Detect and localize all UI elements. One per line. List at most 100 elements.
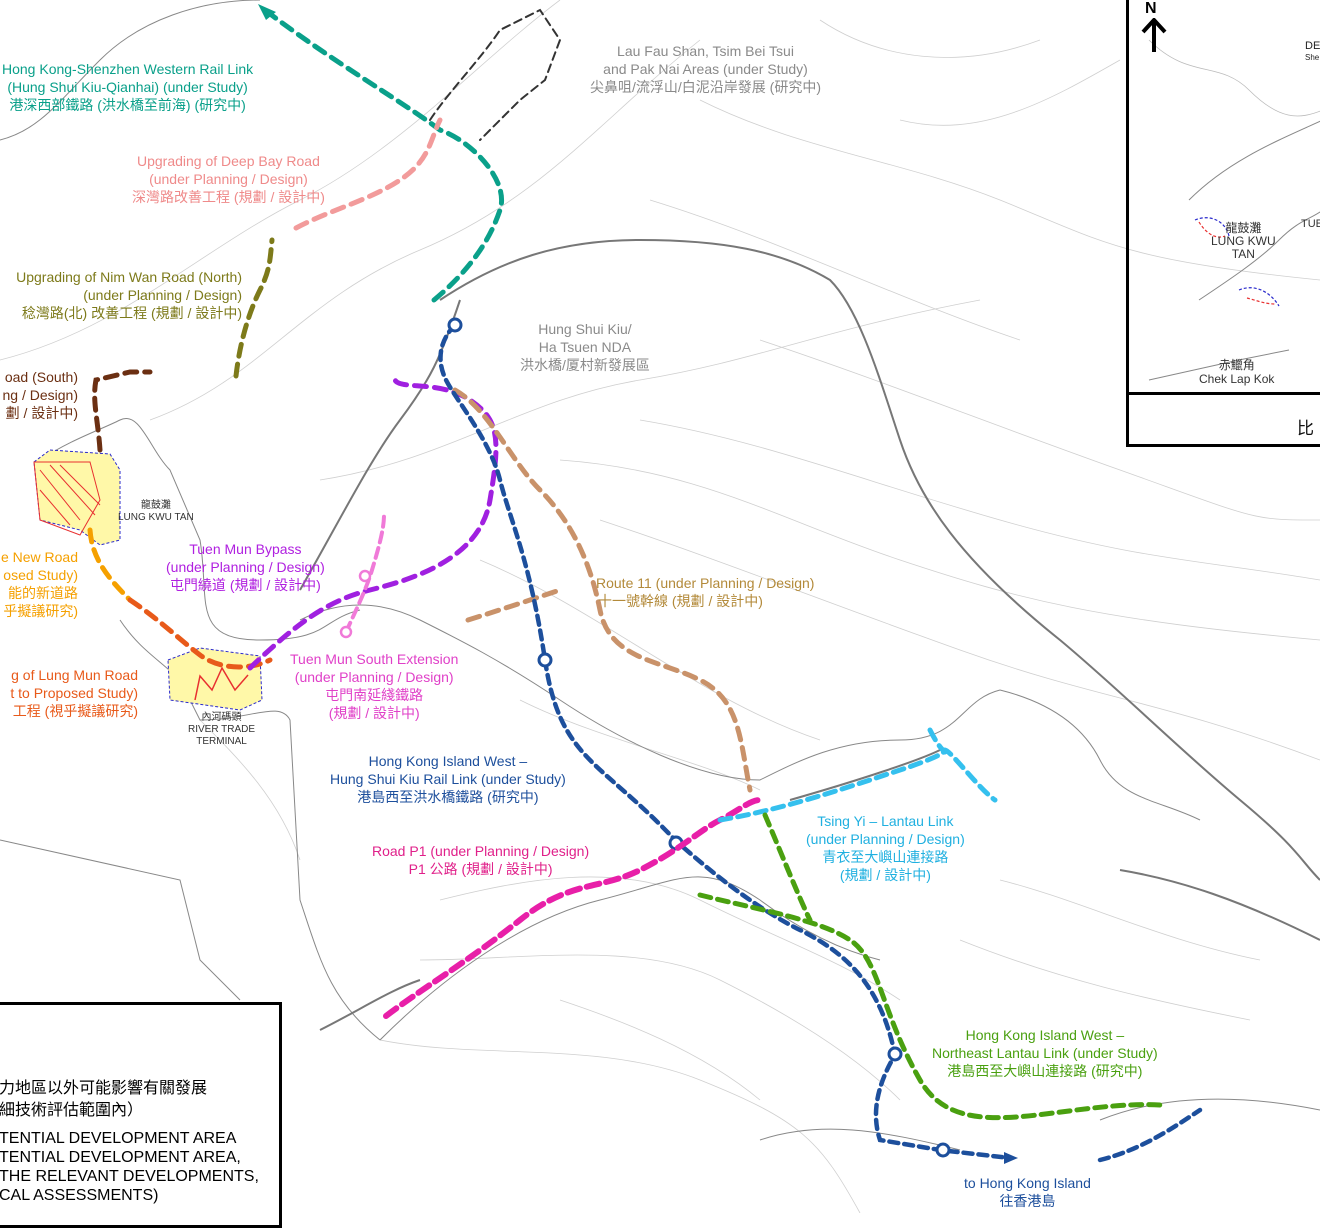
label-line: (規劃 / 設計中) [839,867,931,883]
label-line: LUNG KWU TAN [118,512,194,523]
label-line: Upgrading of Nim Wan Road (North) [16,269,242,285]
label-line: 往香港島 [999,1193,1056,1209]
inset-map-drawing [1148,39,1320,381]
label-line: (under Planning / Design) [806,831,965,847]
legend-line-5: THE RELEVANT DEVELOPMENTS, [0,1168,259,1185]
label-lung-kwu-tan: 龍鼓灘 LUNG KWU TAN [118,500,194,524]
project-lines [87,4,1203,1164]
label-tuen-mun-south: Tuen Mun South Extension (under Planning… [290,650,458,722]
inset-scale-label: 比 [1297,419,1314,438]
hki-west-nel-line [697,812,1163,1121]
label-line: g of Lung Mun Road [11,667,138,683]
inset-label-lung-kwu-tan: 龍鼓灘 LUNG KWU TAN [1211,222,1276,261]
label-line: oad (South) [4,369,78,385]
route-11-line [452,387,753,793]
label-line: Tsing Yi – Lantau Link [817,813,954,829]
hki-west-hsk-station-2 [537,652,553,668]
label-nim-wan-north: Upgrading of Nim Wan Road (North) (under… [0,268,242,322]
legend-line-2: 細技術評估範圍內） [0,1102,144,1119]
tuen-mun-south-station-2 [339,625,353,639]
hk-shenzhen-rail-line [262,7,505,303]
label-line: to Hong Kong Island [964,1175,1091,1191]
tsing-yi-lantau-line [717,727,998,823]
label-lung-mun-road: g of Lung Mun Road t to Proposed Study) … [0,666,138,720]
north-arrow-glyph [1141,18,1167,52]
label-line: and Pak Nai Areas (under Study) [603,61,808,77]
coastline [0,0,1320,1151]
label-line: (Hung Shui Kiu-Qianhai) (under Study) [7,79,248,95]
label-line: 十一號幹線 (規劃 / 設計中) [598,593,763,609]
label-line: (under Planning / Design) [294,669,454,685]
legend-line-4: TENTIAL DEVELOPMENT AREA, [0,1149,241,1166]
label-line: Road P1 (under Planning / Design) [372,843,590,859]
label-line: 赤鱲角 [1218,358,1255,372]
label-line: e New Road [0,549,78,565]
label-line: Chek Lap Kok [1199,372,1275,386]
label-line: (under Planning / Design) [149,171,308,187]
label-hki-west-nel: Hong Kong Island West – Northeast Lantau… [932,1026,1158,1080]
label-line: Lau Fau Shan, Tsim Bei Tsui [617,43,794,59]
label-line: Upgrading of Deep Bay Road [136,153,320,169]
label-line: 劃 / 設計中) [5,405,78,421]
label-line: TAN [1231,247,1255,261]
label-line: Tuen Mun Bypass [189,541,302,557]
label-river-trade-terminal: 內河碼頭 RIVER TRADE TERMINAL [188,712,255,748]
label-line: 屯門繞道 (規劃 / 設計中) [169,577,321,593]
label-new-road: e New Road osed Study) 能的新道路 乎擬議研究) [0,548,78,620]
nim-wan-south-line [92,369,153,453]
label-line: Hong Kong-Shenzhen Western Rail Link [2,61,254,77]
existing-roads [299,238,1320,1031]
hki-west-hsk-station-1 [447,317,463,333]
label-line: LUNG KWU [1211,234,1276,248]
label-line: (under Planning / Design) [166,559,325,575]
label-line: Tuen Mun South Extension [290,651,459,667]
label-line: Hung Shui Kiu/ [538,321,632,337]
hki-west-hsk-station-5 [935,1142,951,1158]
label-route-11: Route 11 (under Planning / Design) 十一號幹線… [596,574,814,610]
label-road-p1: Road P1 (under Planning / Design) P1 公路 … [372,842,589,878]
label-line: 稔灣路(北) 改善工程 (規劃 / 設計中) [21,305,242,321]
label-line: 屯門南延綫鐵路 [325,687,424,703]
label-line: 港深西部鐵路 (洪水橋至前海) (研究中) [9,97,246,113]
label-line: ng / Design) [2,387,78,403]
north-label: N [1145,0,1157,17]
label-line: (under Planning / Design) [83,287,242,303]
label-line: Hung Shui Kiu Rail Link (under Study) [330,771,566,787]
label-line: Northeast Lantau Link (under Study) [932,1045,1158,1061]
nim-wan-north-line [233,237,275,379]
label-hki-west-hsk: Hong Kong Island West – Hung Shui Kiu Ra… [330,752,566,806]
label-tsing-yi-lantau: Tsing Yi – Lantau Link (under Planning /… [806,812,965,884]
north-arrow-icon: N [1139,0,1169,54]
inset-label-tue: TUE [1301,218,1320,230]
label-to-hk-island: to Hong Kong Island 往香港島 [964,1174,1091,1210]
label-line: 港島西至洪水橋鐵路 (研究中) [357,789,539,805]
tuen-mun-south-line [344,513,386,634]
label-tuen-mun-bypass: Tuen Mun Bypass (under Planning / Design… [166,540,325,594]
to-hk-island-arrow [1004,1152,1018,1164]
deep-bay-road-line [293,117,443,231]
development-areas [33,449,263,711]
label-line: Hong Kong Island West – [368,753,528,769]
label-line: Hong Kong Island West – [965,1027,1125,1043]
label-line: osed Study) [3,567,78,583]
label-line: 港島西至大嶼山連接路 (研究中) [947,1063,1143,1079]
label-deep-bay-road: Upgrading of Deep Bay Road (under Planni… [132,152,325,206]
label-line: 乎擬議研究) [3,603,78,619]
label-line: Route 11 (under Planning / Design) [596,575,815,591]
label-line: 工程 (視乎擬議研究) [12,703,138,719]
inset-label-chek-lap-kok: 赤鱲角 Chek Lap Kok [1199,358,1274,386]
tuen-mun-south-station-1 [358,569,372,583]
label-line: She [1305,53,1320,62]
label-line: 深灣路改善工程 (規劃 / 設計中) [132,189,325,205]
label-hk-shenzhen-rail: Hong Kong-Shenzhen Western Rail Link (Hu… [2,60,253,114]
inset-map: N DE She 龍鼓灘 LUNG KWU TAN TUE 赤鱲角 Chek L… [1126,0,1320,447]
legend-line-6: CAL ASSESSMENTS) [0,1187,159,1204]
legend-box: 力地區以外可能影響有關發展 細技術評估範圍內） TENTIAL DEVELOPM… [0,1002,282,1228]
legend-line-3: TENTIAL DEVELOPMENT AREA [0,1130,237,1147]
hki-west-hsk-line [438,322,1203,1163]
label-line: Ha Tsuen NDA [538,339,632,355]
study-boundary-dashed [429,8,562,141]
label-line: 青衣至大嶼山連接路 [822,849,949,865]
